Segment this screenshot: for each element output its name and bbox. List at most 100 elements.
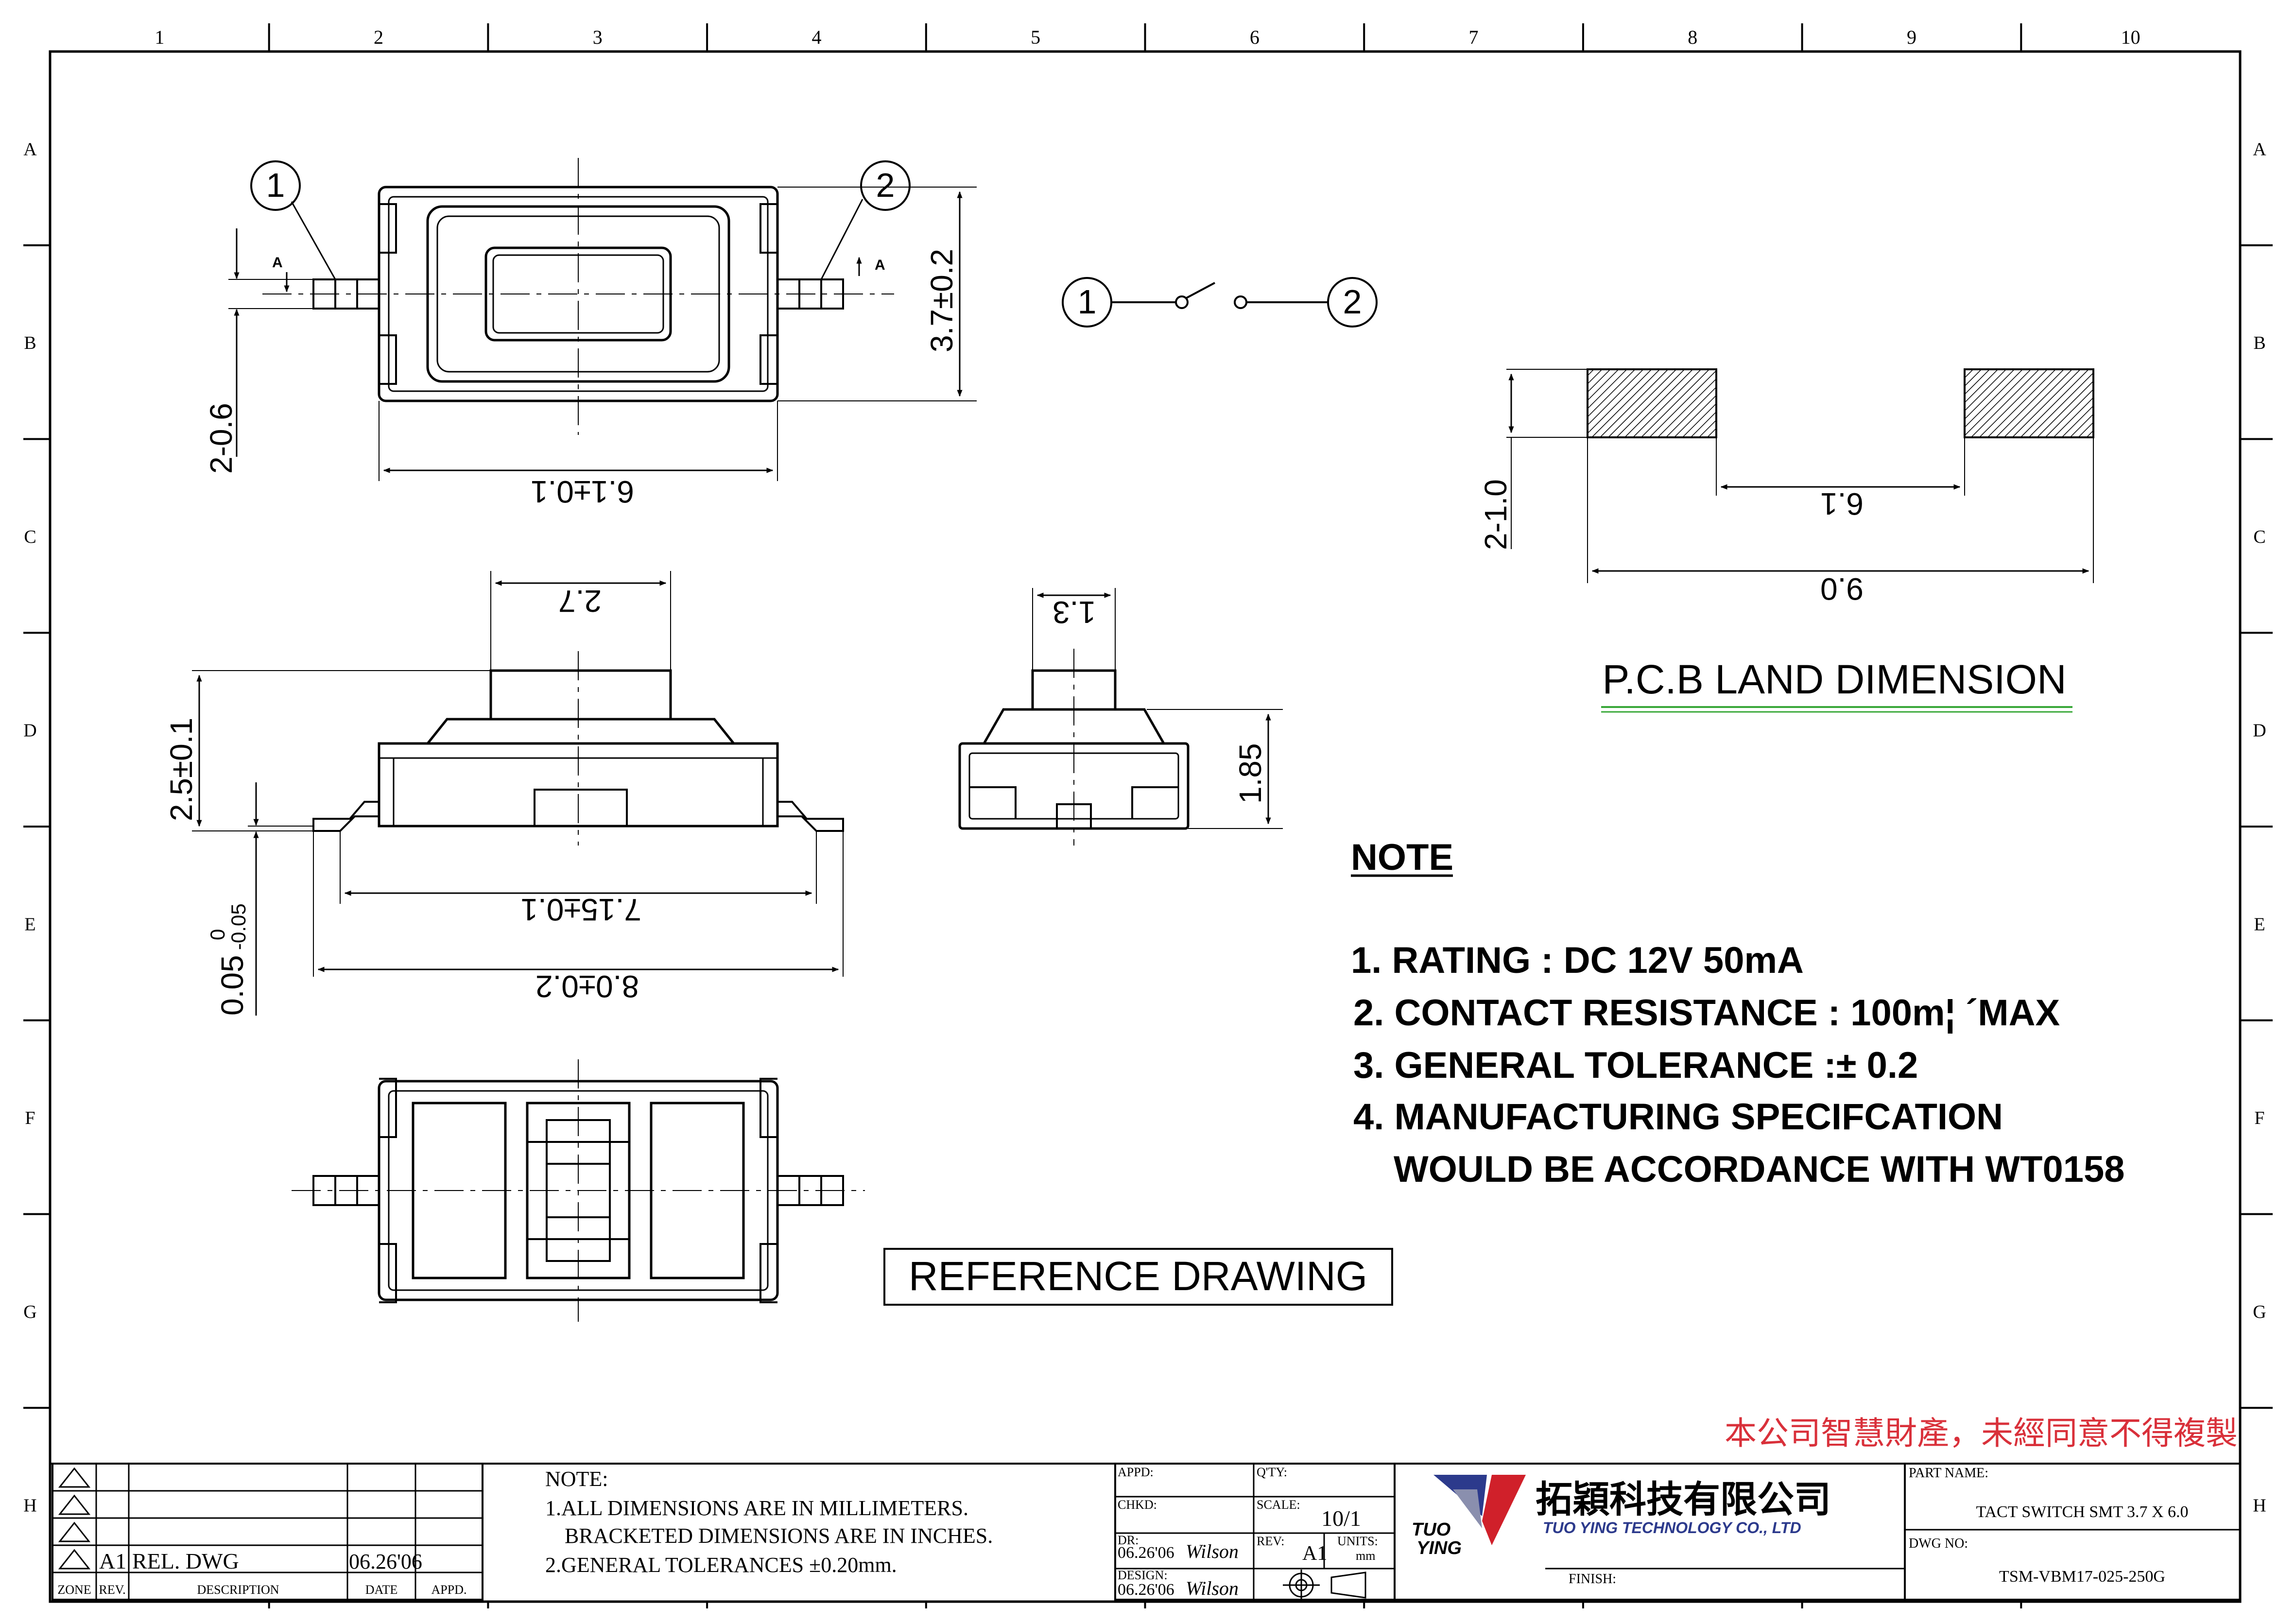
rev-label: REV: xyxy=(1257,1534,1284,1548)
column-ticks xyxy=(268,23,2022,1608)
row-label-left: E xyxy=(24,914,35,934)
pcb-dim-pad: 2-1.0 xyxy=(1478,479,1513,550)
column-label: 9 xyxy=(1907,26,1916,48)
schematic-pin2: 2 xyxy=(1343,283,1362,321)
column-label: 3 xyxy=(593,26,603,48)
title-block xyxy=(50,1463,2241,1601)
units-label: UNITS: xyxy=(1337,1534,1378,1548)
rev-triangle-icon xyxy=(58,1549,91,1570)
rev-triangle-icon xyxy=(58,1521,91,1542)
row-label-right: E xyxy=(2254,914,2265,934)
reference-label: REFERENCE DRAWING xyxy=(909,1253,1367,1299)
dim-pin-label: 2-0.6 xyxy=(204,403,239,474)
column-label: 6 xyxy=(1250,26,1260,48)
rev-row-date: 06.26'06 xyxy=(349,1550,422,1573)
column-label: 7 xyxy=(1469,26,1479,48)
rev-row-desc: REL. DWG xyxy=(132,1549,239,1573)
row-label-right: H xyxy=(2253,1496,2266,1516)
side-dim-actuator: 1.3 xyxy=(1053,595,1096,630)
general-note-3: 2.GENERAL TOLERANCES ±0.20mm. xyxy=(545,1553,897,1577)
pcb-dim-total: 9.0 xyxy=(1820,571,1864,606)
notes: NOTE 1. RATING : DC 12V 50mA 2. CONTACT … xyxy=(1351,837,2125,1190)
switch-schematic xyxy=(1062,277,1378,328)
dr-name: Wilson xyxy=(1186,1540,1239,1562)
side-view xyxy=(958,588,1283,846)
company-name-cn: 拓穎科技有限公司 xyxy=(1536,1479,1831,1520)
row-label-right: F xyxy=(2254,1108,2264,1128)
row-label-left: C xyxy=(24,527,36,547)
company-name-en: TUO YING TECHNOLOGY CO., LTD xyxy=(1543,1519,1801,1537)
row-label-right: D xyxy=(2253,721,2266,741)
schematic-pin1: 1 xyxy=(1078,283,1097,321)
part-name-label: PART NAME: xyxy=(1909,1466,1988,1481)
general-note-2: BRACKETED DIMENSIONS ARE IN INCHES. xyxy=(565,1524,993,1548)
units-value: mm xyxy=(1356,1549,1375,1563)
pad-right xyxy=(1964,368,2094,438)
part-name: TACT SWITCH SMT 3.7 X 6.0 xyxy=(1976,1503,2188,1521)
note-line-3: 3. GENERAL TOLERANCE :± 0.2 xyxy=(1353,1045,1918,1086)
pcb-land-pattern xyxy=(1506,368,2094,583)
general-note-1: 1.ALL DIMENSIONS ARE IN MILLIMETERS. xyxy=(545,1496,968,1520)
side-dim-height: 1.85 xyxy=(1233,743,1268,804)
pcb-dim-gap: 6.1 xyxy=(1820,486,1864,521)
dwg-no: TSM-VBM17-025-250G xyxy=(1999,1568,2165,1586)
dim-width-label: 6.1±0.1 xyxy=(531,474,634,509)
design-label: DESIGN: xyxy=(1118,1568,1168,1582)
top-view xyxy=(228,158,977,481)
revision-triangles xyxy=(58,1467,91,1570)
rev-header-date: DATE xyxy=(365,1583,397,1597)
appd-label: APPD: xyxy=(1118,1465,1154,1479)
dr-date: 06.26'06 xyxy=(1118,1544,1174,1562)
row-label-right: A xyxy=(2253,139,2266,159)
rev-header-rev: REV. xyxy=(99,1583,125,1597)
rev-triangle-icon xyxy=(58,1494,91,1515)
note-line-4: 4. MANUFACTURING SPECIFCATION xyxy=(1353,1096,2003,1138)
rev-header-desc: DESCRIPTION xyxy=(197,1583,279,1597)
dr-label: DR: xyxy=(1118,1533,1139,1547)
column-label: 4 xyxy=(811,26,821,48)
row-label-left: F xyxy=(25,1108,35,1128)
column-label: 2 xyxy=(374,26,383,48)
copyright-notice: 本公司智慧財產，未經同意不得複製 xyxy=(1725,1416,2238,1451)
front-dim-offset: 0.05 xyxy=(215,955,250,1016)
note-heading: NOTE xyxy=(1351,837,1453,878)
row-label-left: H xyxy=(23,1496,36,1516)
rev-row-rev: A1 xyxy=(99,1549,126,1573)
row-label-left: D xyxy=(23,721,36,741)
scale-value: 10/1 xyxy=(1321,1506,1361,1531)
front-dim-body: 7.15±0.1 xyxy=(520,892,641,927)
rev-triangle-icon xyxy=(58,1467,91,1488)
pin2-label: 2 xyxy=(876,166,895,204)
front-dim-height: 2.5±0.1 xyxy=(164,718,199,821)
front-dim-offset-lower: -0.05 xyxy=(227,903,250,950)
front-view xyxy=(192,571,844,1016)
row-label-right: G xyxy=(2253,1302,2266,1322)
row-label-right: B xyxy=(2253,333,2265,353)
row-label-left: A xyxy=(23,139,37,159)
rev-header-zone: ZONE xyxy=(57,1583,91,1597)
rev-header-appd: APPD. xyxy=(432,1583,467,1597)
row-label-right: C xyxy=(2253,527,2265,547)
front-dim-actuator: 2.7 xyxy=(558,584,602,619)
reference-box xyxy=(883,1248,1393,1306)
design-name: Wilson xyxy=(1186,1577,1239,1599)
logo-text-1: TUO xyxy=(1412,1519,1450,1540)
row-ticks xyxy=(23,244,2273,1409)
pin1-label: 1 xyxy=(266,166,285,204)
logo-text-2: YING xyxy=(1416,1538,1462,1558)
finish-label: FINISH: xyxy=(1569,1571,1616,1587)
top-view-labels: 1 2 A A 2-0.6 3.7±0.2 6.1±0.1 xyxy=(204,166,959,509)
dwg-no-label: DWG NO: xyxy=(1909,1536,1968,1551)
qty-label: Q'TY: xyxy=(1257,1465,1287,1479)
section-mark-right: A xyxy=(875,257,885,273)
projection-symbol-icon xyxy=(1283,1570,1366,1601)
pad-left xyxy=(1587,368,1717,438)
chkd-label: CHKD: xyxy=(1118,1498,1157,1512)
column-label: 1 xyxy=(155,26,164,48)
note-line-2: 2. CONTACT RESISTANCE : 100m¦ ´MAX xyxy=(1353,992,2060,1034)
row-label-left: G xyxy=(23,1302,36,1322)
note-line-1: 1. RATING : DC 12V 50mA xyxy=(1351,940,1804,981)
